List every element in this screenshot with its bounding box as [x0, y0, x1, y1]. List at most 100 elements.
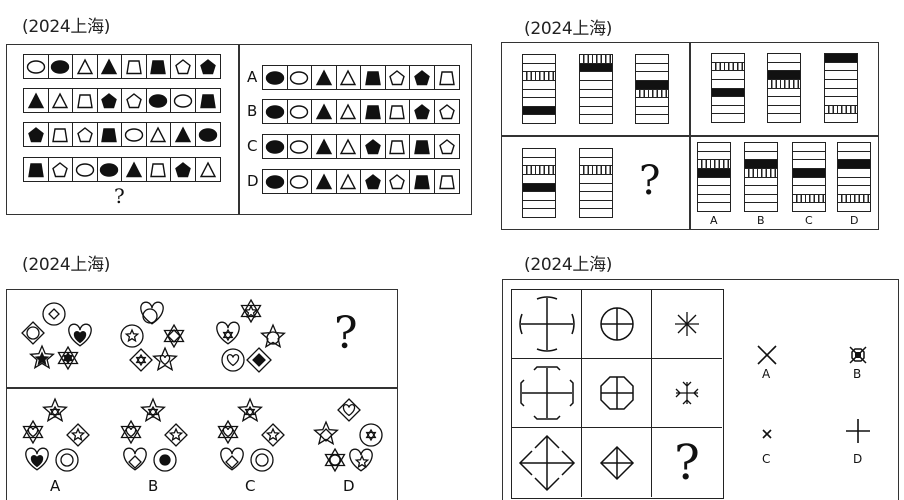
- shape-cell: [263, 100, 288, 123]
- option-label-b[interactable]: B: [247, 102, 258, 120]
- question-row: [23, 88, 221, 113]
- question-icon: ?: [674, 434, 700, 491]
- option-row-d[interactable]: [262, 169, 460, 194]
- option-label-a[interactable]: A: [710, 214, 718, 227]
- option-label-b[interactable]: B: [757, 214, 765, 227]
- shape-cell: [435, 170, 460, 193]
- trapezoid-outline-icon: [125, 59, 142, 74]
- question-column: [522, 148, 556, 218]
- pentagon-outline-icon: [438, 103, 455, 119]
- trapezoid-outline-icon: [438, 70, 455, 85]
- puzzle2-hdivider: [501, 135, 879, 137]
- shape-cell: [73, 89, 98, 112]
- ellipse-outline-icon: [290, 174, 309, 189]
- shape-cell: [361, 100, 386, 123]
- option-label-a[interactable]: A: [762, 367, 771, 381]
- shape-cell: [24, 158, 49, 181]
- shape-cell: [171, 158, 196, 181]
- option-label-d[interactable]: D: [247, 172, 259, 190]
- grid-cell: [512, 428, 582, 497]
- triangle-filled-icon: [315, 102, 332, 119]
- arrow-cross-icon: [516, 432, 578, 494]
- shape-cell: [49, 123, 73, 146]
- ellipse-outline-icon: [124, 127, 143, 142]
- shape-cell: [361, 135, 386, 158]
- option-column-d[interactable]: [837, 142, 871, 212]
- shape-cell: [312, 66, 337, 89]
- shape-cell: [49, 158, 73, 181]
- option-label-a[interactable]: A: [247, 68, 258, 86]
- trapezoid-filled-icon: [150, 59, 167, 74]
- option-label-d[interactable]: D: [850, 214, 859, 227]
- snowflake-icon: [672, 378, 702, 408]
- option-column-a[interactable]: [697, 142, 731, 212]
- x-large-icon[interactable]: [756, 344, 778, 371]
- option-label-c[interactable]: C: [245, 477, 256, 495]
- triangle-outline-icon: [340, 137, 357, 154]
- shape-cell: [361, 170, 386, 193]
- triangle-filled-icon: [27, 91, 44, 108]
- ellipse-outline-icon: [173, 93, 192, 108]
- ellipse-filled-icon: [149, 93, 168, 108]
- option-row-b[interactable]: [262, 99, 460, 124]
- option-label-d[interactable]: D: [343, 477, 355, 495]
- shape-cell: [122, 89, 147, 112]
- question-column: [522, 54, 556, 124]
- question-column: [579, 148, 613, 218]
- shape-cell: [73, 55, 98, 78]
- ellipse-filled-icon: [51, 59, 70, 74]
- x-bug-icon[interactable]: [847, 344, 869, 371]
- option-label-c[interactable]: C: [762, 452, 771, 466]
- triangle-filled-icon: [174, 125, 191, 142]
- question-figure-1: [20, 300, 94, 381]
- trapezoid-outline-icon: [150, 162, 167, 177]
- option-label-a[interactable]: A: [50, 477, 61, 495]
- grid-cell: [652, 290, 722, 359]
- shape-cell: [98, 55, 122, 78]
- option-column-b[interactable]: [744, 142, 778, 212]
- puzzle4-title: (2024上海): [524, 255, 613, 275]
- grid-cell: [582, 290, 652, 359]
- option-label-d[interactable]: D: [853, 452, 863, 466]
- option-row-a[interactable]: [262, 65, 460, 90]
- option-row-c[interactable]: [262, 134, 460, 159]
- shape-cell: [410, 135, 435, 158]
- option-label-c[interactable]: C: [805, 214, 813, 227]
- diamond-cross-icon: [597, 443, 637, 483]
- plus-icon[interactable]: [845, 418, 871, 449]
- symbol-cluster-icon: [216, 298, 287, 373]
- option-column-c[interactable]: [792, 142, 826, 212]
- ellipse-outline-icon: [75, 162, 94, 177]
- option-label-b[interactable]: B: [148, 477, 159, 495]
- shape-cell: [49, 55, 73, 78]
- option-label-c[interactable]: C: [247, 137, 258, 155]
- side-column: [711, 53, 745, 123]
- trapezoid-filled-icon: [27, 162, 44, 177]
- pentagon-outline-icon: [174, 58, 191, 74]
- shape-cell: [263, 170, 288, 193]
- option-figure-c[interactable]: [215, 397, 289, 479]
- grid-cell-question-mark: ?: [652, 428, 722, 497]
- option-figure-d[interactable]: [312, 398, 387, 479]
- shape-cell: [337, 66, 361, 89]
- question-figure-2: [118, 300, 192, 381]
- option-figure-b[interactable]: [118, 397, 192, 479]
- ellipse-outline-icon: [26, 59, 45, 74]
- puzzle3-title: (2024上海): [22, 255, 111, 275]
- grid-cell: [512, 359, 582, 428]
- trapezoid-outline-icon: [438, 174, 455, 189]
- ellipse-filled-icon: [100, 162, 119, 177]
- question-row: [23, 122, 221, 147]
- ellipse-filled-icon: [265, 70, 284, 85]
- shape-cell: [24, 123, 49, 146]
- option-label-b[interactable]: B: [853, 367, 862, 381]
- shape-cell: [196, 123, 221, 146]
- ellipse-outline-icon: [290, 70, 309, 85]
- x-small-icon[interactable]: [761, 427, 773, 445]
- shape-cell: [312, 170, 337, 193]
- shape-cell: [263, 66, 288, 89]
- puzzle1-question-mark: ?: [114, 184, 125, 208]
- option-figure-a[interactable]: [20, 397, 94, 479]
- trapezoid-outline-icon: [52, 127, 69, 142]
- triangle-outline-icon: [340, 172, 357, 189]
